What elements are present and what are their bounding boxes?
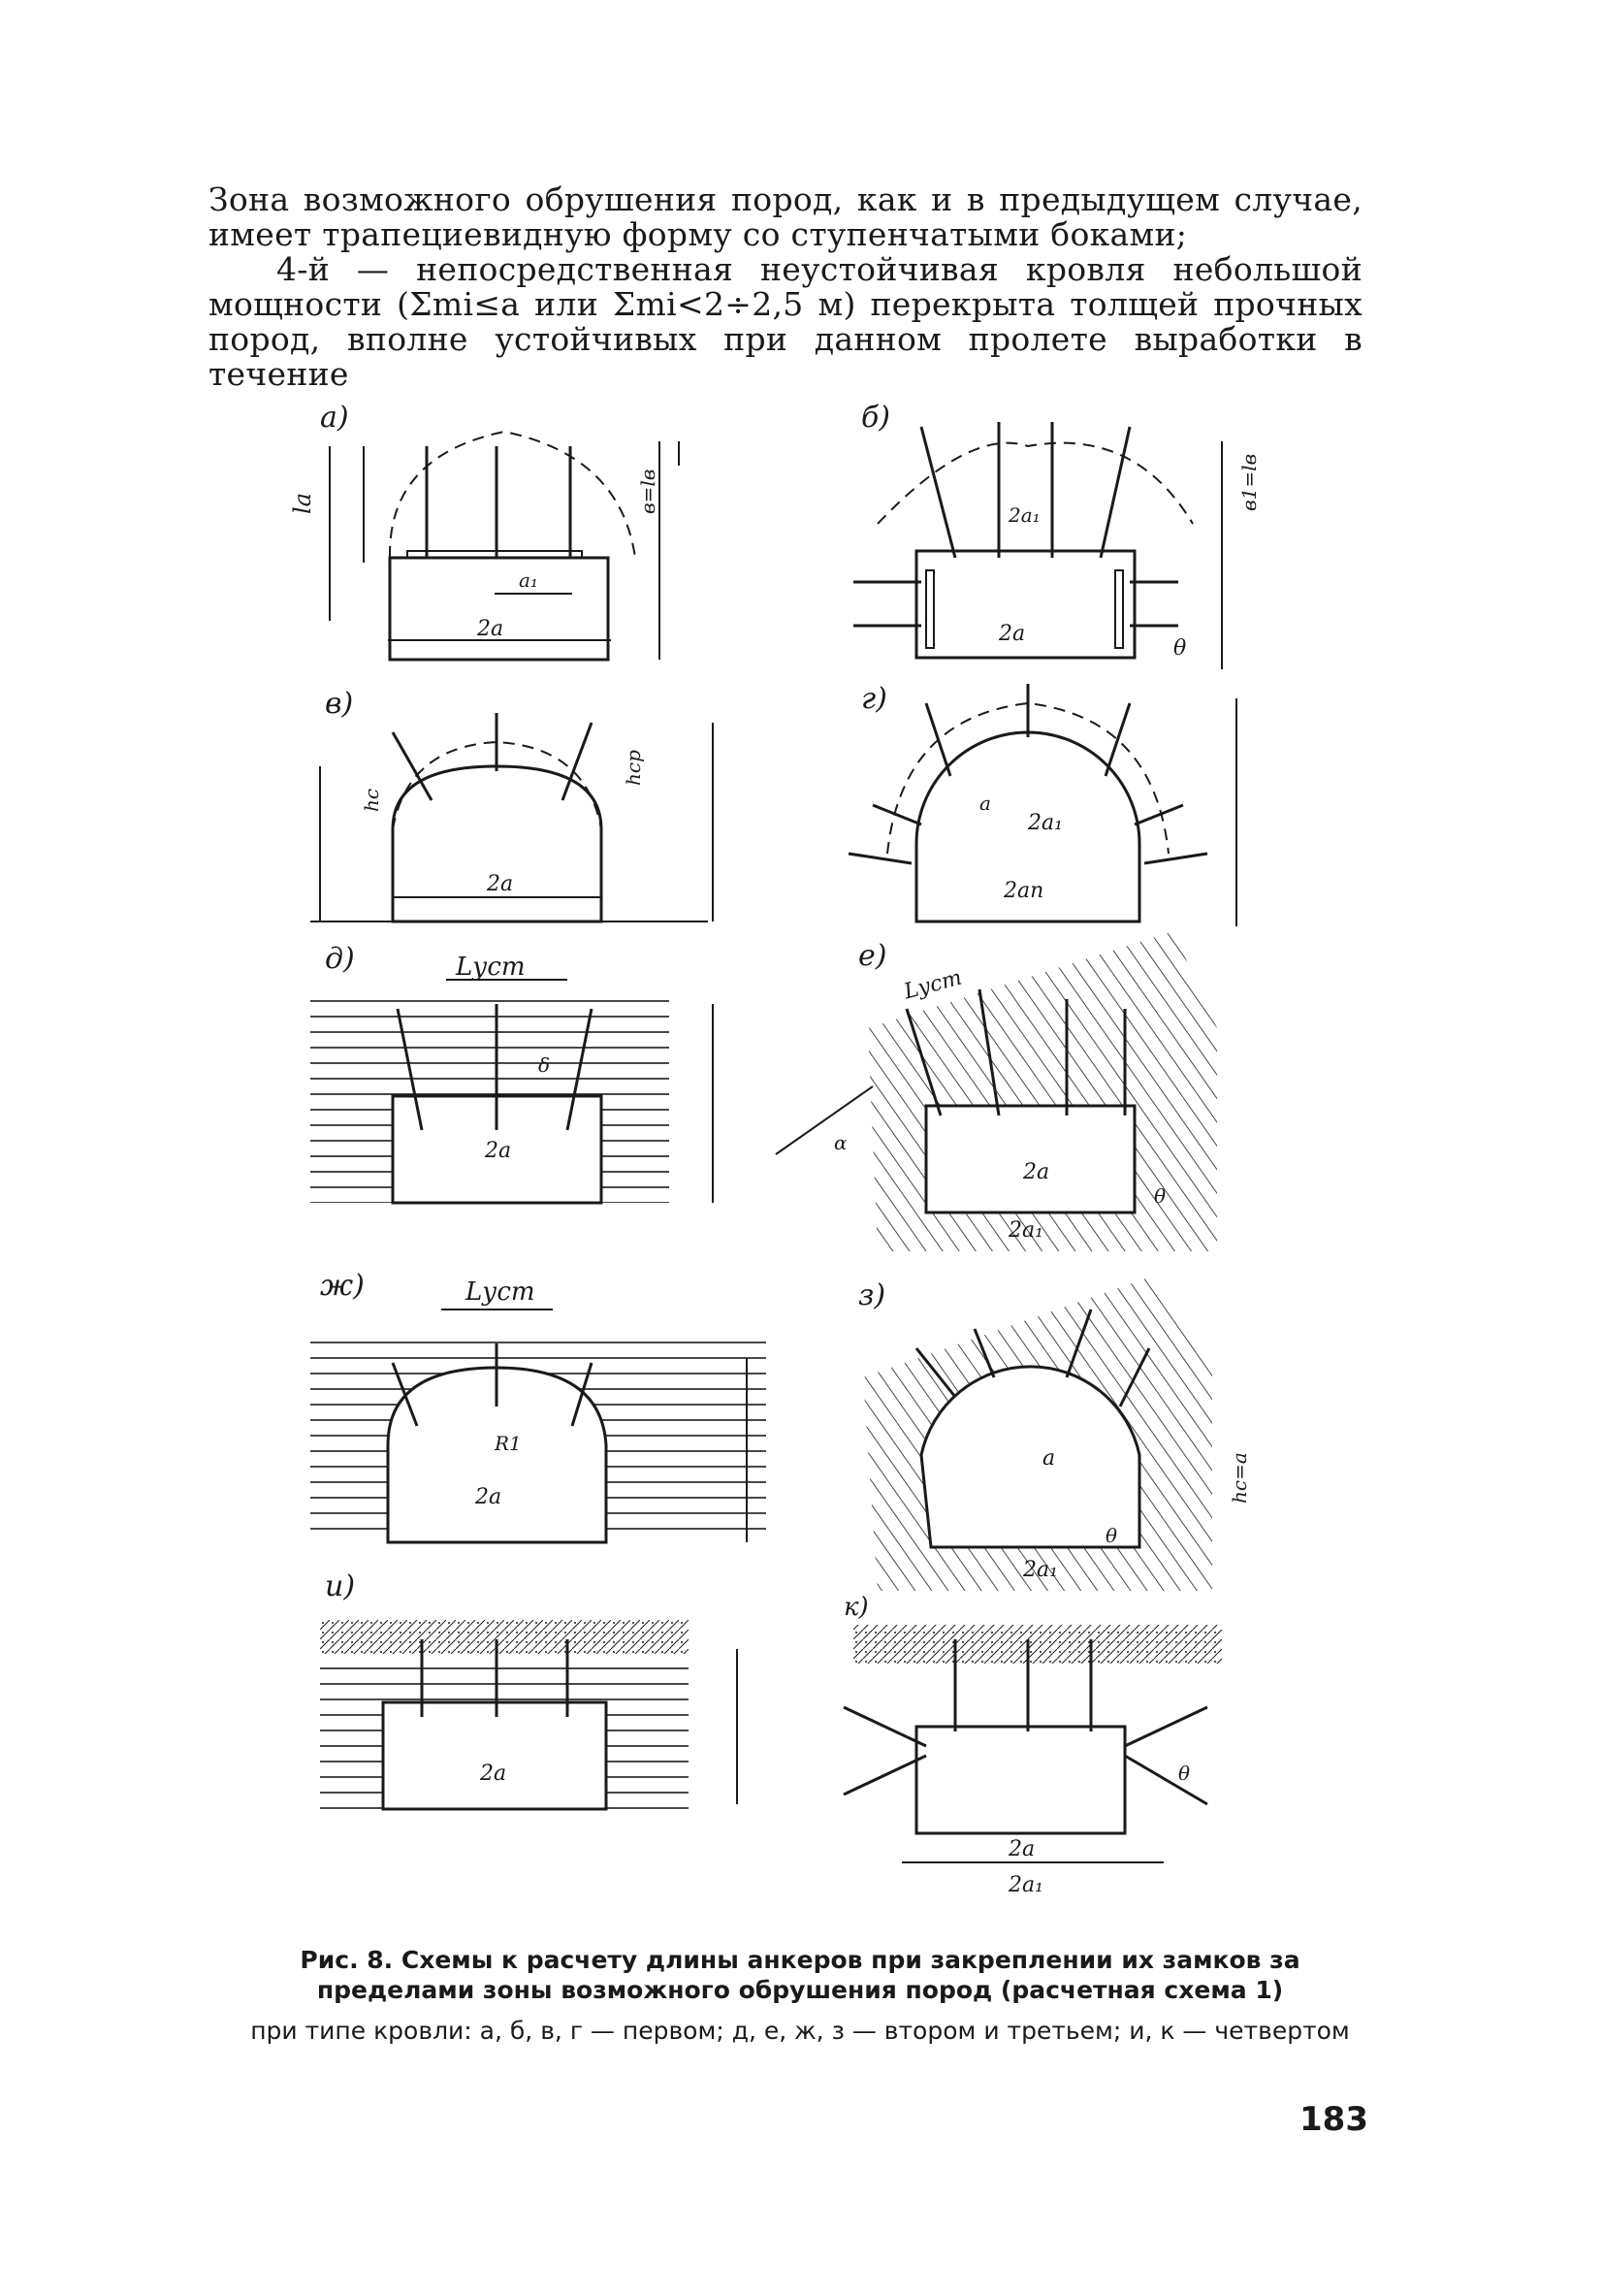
svg-text:2a: 2a — [1022, 1160, 1049, 1184]
svg-text:2a₁: 2a₁ — [1008, 1873, 1043, 1897]
panel-i: и) 2a — [320, 1569, 738, 1814]
svg-text:θ: θ — [1106, 1524, 1117, 1547]
svg-text:2a₁: 2a₁ — [1022, 1558, 1058, 1582]
svg-text:a: a — [1042, 1446, 1055, 1471]
panel-i-label: и) — [325, 1569, 355, 1603]
svg-text:2aп: 2aп — [1003, 879, 1043, 903]
svg-text:2a₁: 2a₁ — [1008, 503, 1041, 527]
panel-a: а) la 2a a₁ в=lв — [289, 401, 680, 662]
svg-text:a: a — [979, 792, 991, 815]
panel-v-label: в) — [325, 687, 353, 721]
panel-z: з) 2a₁ a hc=a θ — [858, 1276, 1251, 1591]
paragraph-1: Зона возможного обрушения пород, как и в… — [208, 180, 1363, 253]
svg-text:2a: 2a — [479, 1762, 506, 1786]
panel-k-label: к) — [844, 1593, 869, 1622]
panel-b: б) 2a 2a₁ в1=lв θ — [853, 401, 1261, 669]
panel-zh-label: ж) — [320, 1269, 365, 1303]
svg-text:θ: θ — [1173, 636, 1186, 661]
panel-e: е) 2a 2a₁ Lуст α θ — [775, 931, 1217, 1251]
svg-text:a₁: a₁ — [519, 568, 538, 592]
panel-b-label: б) — [861, 401, 890, 435]
svg-text:2a: 2a — [998, 622, 1025, 646]
svg-text:Lуст: Lуст — [455, 953, 526, 982]
svg-text:2a₁: 2a₁ — [1027, 811, 1063, 835]
panel-d-label: д) — [325, 942, 355, 976]
svg-text:в=lв: в=lв — [636, 469, 659, 514]
svg-text:δ: δ — [538, 1053, 550, 1077]
page-number: 183 — [1299, 2100, 1368, 2139]
svg-text:Lуст: Lуст — [901, 966, 965, 1005]
panel-k: к) 2a 2a₁ θ — [843, 1593, 1222, 1897]
svg-text:θ: θ — [1154, 1184, 1166, 1208]
svg-text:θ: θ — [1178, 1762, 1190, 1785]
panel-v: в) 2a hc hср — [310, 687, 714, 923]
svg-text:hср: hср — [622, 750, 645, 786]
svg-text:2a: 2a — [484, 1139, 511, 1163]
body-text: Зона возможного обрушения пород, как и в… — [208, 182, 1363, 392]
svg-text:2a: 2a — [476, 617, 503, 641]
figure-caption-subtitle: при типе кровли: а, б, в, г — первом; д,… — [250, 2017, 1350, 2045]
panel-a-label: а) — [320, 401, 349, 435]
svg-text:hc=a: hc=a — [1228, 1452, 1251, 1504]
panel-e-label: е) — [858, 939, 886, 973]
panel-g-label: г) — [861, 682, 887, 716]
panel-zh: ж) Lуст 2a R1 — [310, 1269, 766, 1544]
panel-g: г) 2a₁ 2aп a — [848, 682, 1237, 926]
svg-text:R1: R1 — [494, 1432, 522, 1455]
panel-z-label: з) — [858, 1278, 885, 1312]
svg-text:hc: hc — [360, 789, 383, 812]
svg-text:2a: 2a — [474, 1485, 501, 1509]
svg-text:2a: 2a — [486, 872, 513, 896]
figure-caption: Рис. 8. Схемы к расчету длины анкеров пр… — [300, 1946, 1300, 2004]
svg-text:в1=lв: в1=lв — [1237, 454, 1261, 511]
paragraph-2: 4-й — непосредственная неустойчивая кров… — [208, 250, 1363, 393]
svg-text:2a₁: 2a₁ — [1008, 1218, 1043, 1243]
svg-text:Lуст: Lуст — [465, 1277, 535, 1307]
svg-text:α: α — [834, 1131, 848, 1154]
svg-text:la: la — [289, 493, 316, 514]
panel-d: д) Lуст 2a δ — [310, 942, 714, 1205]
svg-text:2a: 2a — [1008, 1837, 1035, 1861]
